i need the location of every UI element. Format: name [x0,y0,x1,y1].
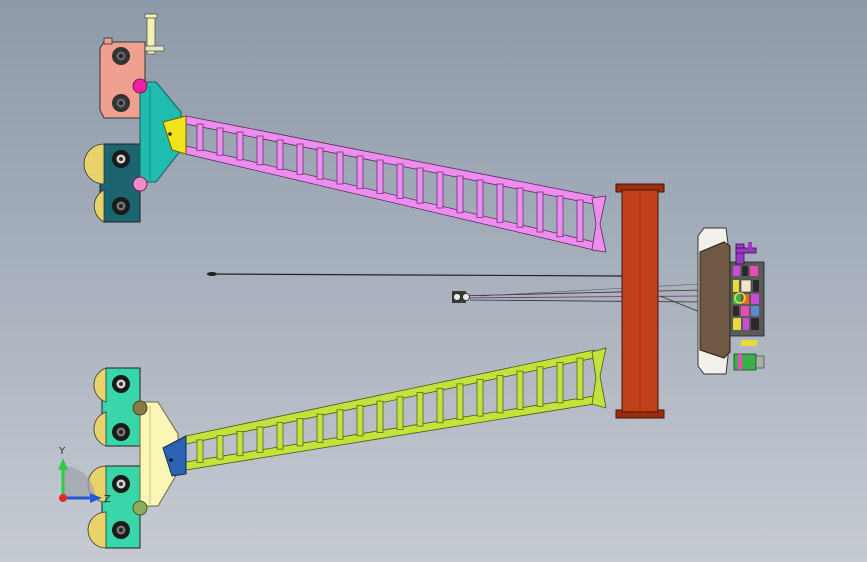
lower-ladder-rung [336,409,344,440]
lower-ladder-truss [185,347,607,471]
lower-ladder-rung [256,426,264,453]
lower-ladder-rung [196,439,204,463]
upper-ladder-rung [236,131,244,161]
triad-y-label: Y [58,446,66,457]
lower-pivot-top [132,400,148,416]
lower-wheel-2 [112,423,130,441]
upper-ladder-rung [336,151,344,185]
crossbeam [615,183,665,419]
lower-ladder-rung [376,400,384,433]
upper-ladder-rung [196,123,204,151]
lower-ladder-rung [276,422,284,450]
upper-ladder-rung [356,155,364,190]
lower-blue-bracket [162,435,187,477]
upper-ladder-rung [216,127,224,156]
lower-ladder-end-fork [591,347,607,409]
upper-roller-left [83,143,105,185]
upper-ladder-rung [496,183,504,223]
upper-roller-left-2 [93,189,105,223]
lower-ladder-rung [556,362,564,404]
triad-z-label: Z [104,494,111,505]
lower-wheel-3 [112,475,130,493]
upper-ladder-rung [396,163,404,199]
upper-ladder-rung [556,195,564,238]
motor-housing [699,241,731,359]
upper-ladder-rung [456,175,464,214]
center-guide [206,272,701,313]
guide-rod [206,273,623,277]
lower-ladder-rung [236,430,244,457]
upper-ladder-rung [316,147,324,180]
lower-wheel-4 [112,521,130,539]
upper-ladder-truss [185,115,607,253]
lower-ladder-rung [216,435,224,460]
upper-ladder-rung [256,135,264,166]
upper-ladder-rung [476,179,484,218]
upper-wheel-2 [112,94,130,112]
upper-ladder-rung [576,199,584,242]
lower-carriage-assembly [87,367,187,549]
lower-ladder-rung [576,357,584,400]
upper-ladder-end-fork [591,195,607,253]
upper-carriage-assembly [83,13,187,223]
upper-yellow-bracket [162,115,187,155]
upper-ladder-rung [376,159,384,194]
upper-cylinder-cap [144,13,158,19]
lower-ladder-bottom-rail [185,395,595,471]
bottom-fitting [733,353,757,371]
lower-ladder-rung [316,413,324,443]
lower-ladder-rung [356,405,364,437]
upper-ladder-rung [276,139,284,170]
gearbox-gear [734,292,746,304]
upper-wheel-3 [112,150,130,168]
upper-carriage-tab [103,37,113,45]
lower-ladder-rung [416,392,424,427]
lower-ladder-rung [396,396,404,430]
motor-unit [697,227,765,375]
cable-clamp [452,291,470,303]
lower-pivot-bottom [132,500,148,516]
upper-wheel-4 [112,197,130,215]
lower-ladder-rung [536,366,544,407]
lower-ladder-rung [496,375,504,414]
lower-wheel-1 [112,375,130,393]
triad-x-axis [59,494,67,502]
lower-ladder-rung [516,370,524,410]
upper-ladder-rung [536,191,544,233]
upper-ladder-rung [516,187,524,228]
upper-pivot-bottom [132,176,148,192]
upper-wheel-1 [112,47,130,65]
upper-ladder-rung [416,167,424,204]
upper-pivot-top [132,78,148,94]
lower-ladder-rung [456,383,464,420]
lower-ladder-rung [476,379,484,417]
coordinate-triad: Y Z [58,446,111,505]
upper-ladder-rung [436,171,444,209]
lower-ladder-rung [436,387,444,424]
upper-ladder-rung [296,143,304,175]
top-fitting [735,243,745,265]
lower-ladder-rung [296,418,304,447]
